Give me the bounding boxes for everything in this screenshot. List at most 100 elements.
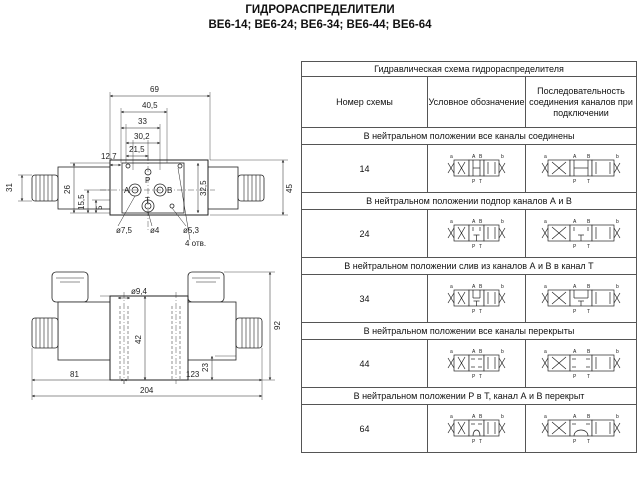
port-label-P: P	[573, 244, 577, 250]
dim-123: 123	[186, 370, 200, 379]
dim-26: 26	[63, 185, 72, 194]
port-label-T: T	[587, 179, 590, 185]
port-label-a: a	[544, 154, 547, 160]
port-b-label: B	[167, 186, 172, 195]
dim-69: 69	[150, 85, 159, 94]
port-label-T: T	[587, 244, 590, 250]
port-label-T: T	[479, 309, 482, 315]
dim-21-5: 21,5	[129, 145, 145, 154]
port-label-P: P	[472, 374, 476, 380]
port-label-a: a	[450, 154, 453, 160]
scheme-number-24: 24	[301, 209, 428, 258]
port-label-a: a	[450, 414, 453, 420]
dim-5: 5	[95, 205, 104, 210]
section-title: В нейтральном положении Р в Т, канал А и…	[301, 387, 637, 405]
port-label-A: A	[472, 154, 476, 160]
section-title: В нейтральном положении слив из каналов …	[301, 257, 637, 275]
port-label-A: A	[472, 219, 476, 225]
port-label-a: a	[544, 219, 547, 225]
port-label-A: A	[573, 414, 577, 420]
scheme-number-14: 14	[301, 144, 428, 193]
port-label-b: b	[501, 349, 504, 355]
port-label-b: b	[616, 284, 619, 290]
port-label-B: B	[587, 414, 591, 420]
dim-12-7: 12,7	[101, 152, 117, 161]
dia-5-3: ø5,3	[183, 226, 200, 235]
port-label-T: T	[587, 309, 590, 315]
port-label-B: B	[587, 349, 591, 355]
port-label-P: P	[573, 374, 577, 380]
port-p-label: P	[145, 176, 150, 185]
scheme-number-34: 34	[301, 274, 428, 323]
section-title: В нейтральном положении подпор каналов А…	[301, 192, 637, 210]
dim-15-5: 15,5	[77, 194, 86, 210]
port-label-P: P	[573, 179, 577, 185]
port-label-b: b	[616, 349, 619, 355]
port-label-b: b	[616, 219, 619, 225]
dim-33: 33	[138, 117, 147, 126]
port-label-T: T	[587, 439, 590, 445]
scheme-number-64: 64	[301, 404, 428, 453]
dim-30-2: 30,2	[134, 132, 150, 141]
port-label-b: b	[501, 414, 504, 420]
valve-drawing: 69 40,5 33 30,2 21,5 12,7 31 26 15,5 5 3…	[5, 85, 294, 400]
dim-42: 42	[134, 335, 143, 344]
port-label-B: B	[587, 219, 591, 225]
holes-note: 4 отв.	[185, 239, 206, 248]
dia-9-4: ø9,4	[131, 287, 148, 296]
port-label-B: B	[479, 284, 483, 290]
port-label-P: P	[472, 439, 476, 445]
port-label-T: T	[479, 439, 482, 445]
section-title: В нейтральном положении все каналы соеди…	[301, 127, 637, 145]
dim-81: 81	[70, 370, 79, 379]
port-label-B: B	[587, 284, 591, 290]
scheme-number-44: 44	[301, 339, 428, 388]
dim-92: 92	[273, 321, 282, 330]
port-label-B: B	[479, 154, 483, 160]
port-label-A: A	[472, 414, 476, 420]
port-label-A: A	[472, 284, 476, 290]
port-label-b: b	[501, 284, 504, 290]
table-caption: Гидравлическая схема гидрораспределителя	[301, 61, 637, 77]
scheme-table: Гидравлическая схема гидрораспределителя…	[301, 61, 637, 453]
port-label-A: A	[573, 284, 577, 290]
port-label-a: a	[450, 219, 453, 225]
port-t-label: T	[145, 196, 150, 205]
port-label-P: P	[472, 309, 476, 315]
dia-4: ø4	[150, 226, 160, 235]
dim-45: 45	[285, 184, 294, 193]
port-label-a: a	[544, 284, 547, 290]
dim-32-5: 32,5	[199, 180, 208, 196]
port-label-T: T	[587, 374, 590, 380]
dim-31: 31	[5, 183, 14, 192]
port-label-B: B	[587, 154, 591, 160]
port-label-b: b	[501, 154, 504, 160]
port-label-T: T	[479, 179, 482, 185]
port-label-a: a	[450, 284, 453, 290]
port-label-P: P	[472, 244, 476, 250]
port-label-A: A	[472, 349, 476, 355]
col-symbol: Условное обозначение	[427, 76, 526, 128]
port-label-T: T	[479, 374, 482, 380]
col-sequence: Последовательность соединения каналов пр…	[525, 76, 637, 128]
port-label-A: A	[573, 349, 577, 355]
port-label-a: a	[544, 414, 547, 420]
section-title: В нейтральном положении все каналы перек…	[301, 322, 637, 340]
port-label-P: P	[573, 439, 577, 445]
